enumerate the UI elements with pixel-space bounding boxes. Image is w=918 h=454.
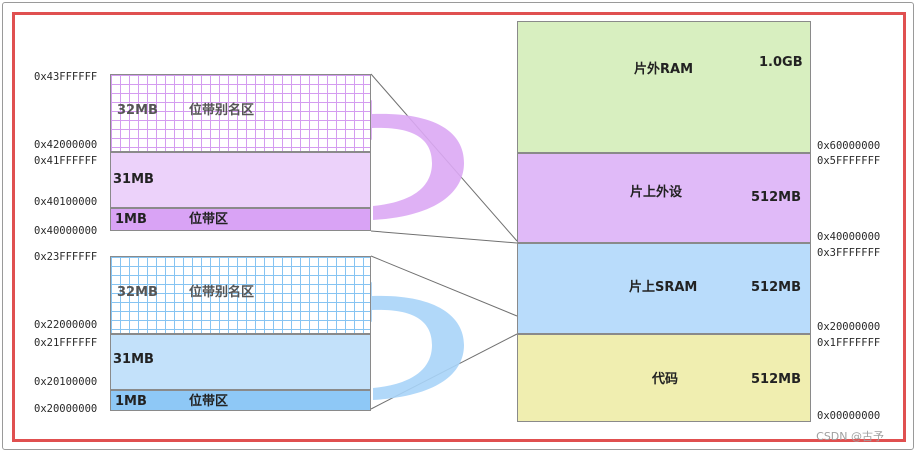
addr-0x40000000-left: 0x40000000: [34, 225, 98, 237]
top-bitband-name: 位带区: [189, 212, 229, 227]
region-sram-size: 512MB: [751, 280, 801, 295]
addr-0x40000000-right: 0x40000000: [817, 231, 881, 243]
region-code: [517, 334, 811, 422]
addr-0x42000000: 0x42000000: [34, 139, 98, 151]
top-mid-block: [110, 152, 371, 208]
watermark: CSDN @古予: [816, 430, 884, 443]
region-code-size: 512MB: [751, 372, 801, 387]
connector-line-bottom-upper: [370, 255, 518, 317]
addr-0x3FFFFFFF: 0x3FFFFFFF: [817, 247, 881, 259]
addr-0x60000000: 0x60000000: [817, 140, 881, 152]
bottom-bitband-size: 1MB: [115, 394, 147, 409]
region-external-ram-name: 片外RAM: [634, 62, 694, 77]
region-external-ram: [517, 21, 811, 153]
region-code-name: 代码: [652, 372, 679, 387]
bottom-mid-size: 31MB: [113, 352, 154, 367]
top-alias-block: [110, 74, 371, 152]
addr-0x20000000-right: 0x20000000: [817, 321, 881, 333]
region-external-ram-size: 1.0GB: [759, 55, 803, 70]
addr-0x23FFFFFF: 0x23FFFFFF: [34, 251, 98, 263]
top-alias-size: 32MB: [117, 103, 158, 118]
region-peripherals: [517, 153, 811, 243]
bottom-alias-name: 位带别名区: [189, 285, 255, 300]
highlight-frame: [12, 12, 906, 442]
region-sram: [517, 243, 811, 334]
addr-0x5FFFFFFF: 0x5FFFFFFF: [817, 155, 881, 167]
connector-line-top-lower: [370, 230, 518, 244]
top-bitband-block: [110, 208, 371, 231]
addr-0x21FFFFFF: 0x21FFFFFF: [34, 337, 98, 349]
bottom-bitband-block: [110, 390, 371, 411]
addr-0x20100000: 0x20100000: [34, 376, 98, 388]
region-peripherals-name: 片上外设: [630, 185, 683, 200]
region-sram-name: 片上SRAM: [629, 280, 698, 295]
top-mid-size: 31MB: [113, 172, 154, 187]
addr-0x1FFFFFFF: 0x1FFFFFFF: [817, 337, 881, 349]
region-peripherals-size: 512MB: [751, 190, 801, 205]
top-alias-name: 位带别名区: [189, 103, 255, 118]
bottom-alias-block: [110, 256, 371, 334]
bottom-alias-size: 32MB: [117, 285, 158, 300]
addr-0x40100000: 0x40100000: [34, 196, 98, 208]
addr-0x41FFFFFF: 0x41FFFFFF: [34, 155, 98, 167]
top-bitband-size: 1MB: [115, 212, 147, 227]
bottom-bitband-name: 位带区: [189, 394, 229, 409]
addr-0x20000000-left: 0x20000000: [34, 403, 98, 415]
addr-0x00000000: 0x00000000: [817, 410, 881, 422]
bottom-mid-block: [110, 334, 371, 390]
addr-0x43FFFFFF: 0x43FFFFFF: [34, 71, 98, 83]
addr-0x22000000: 0x22000000: [34, 319, 98, 331]
